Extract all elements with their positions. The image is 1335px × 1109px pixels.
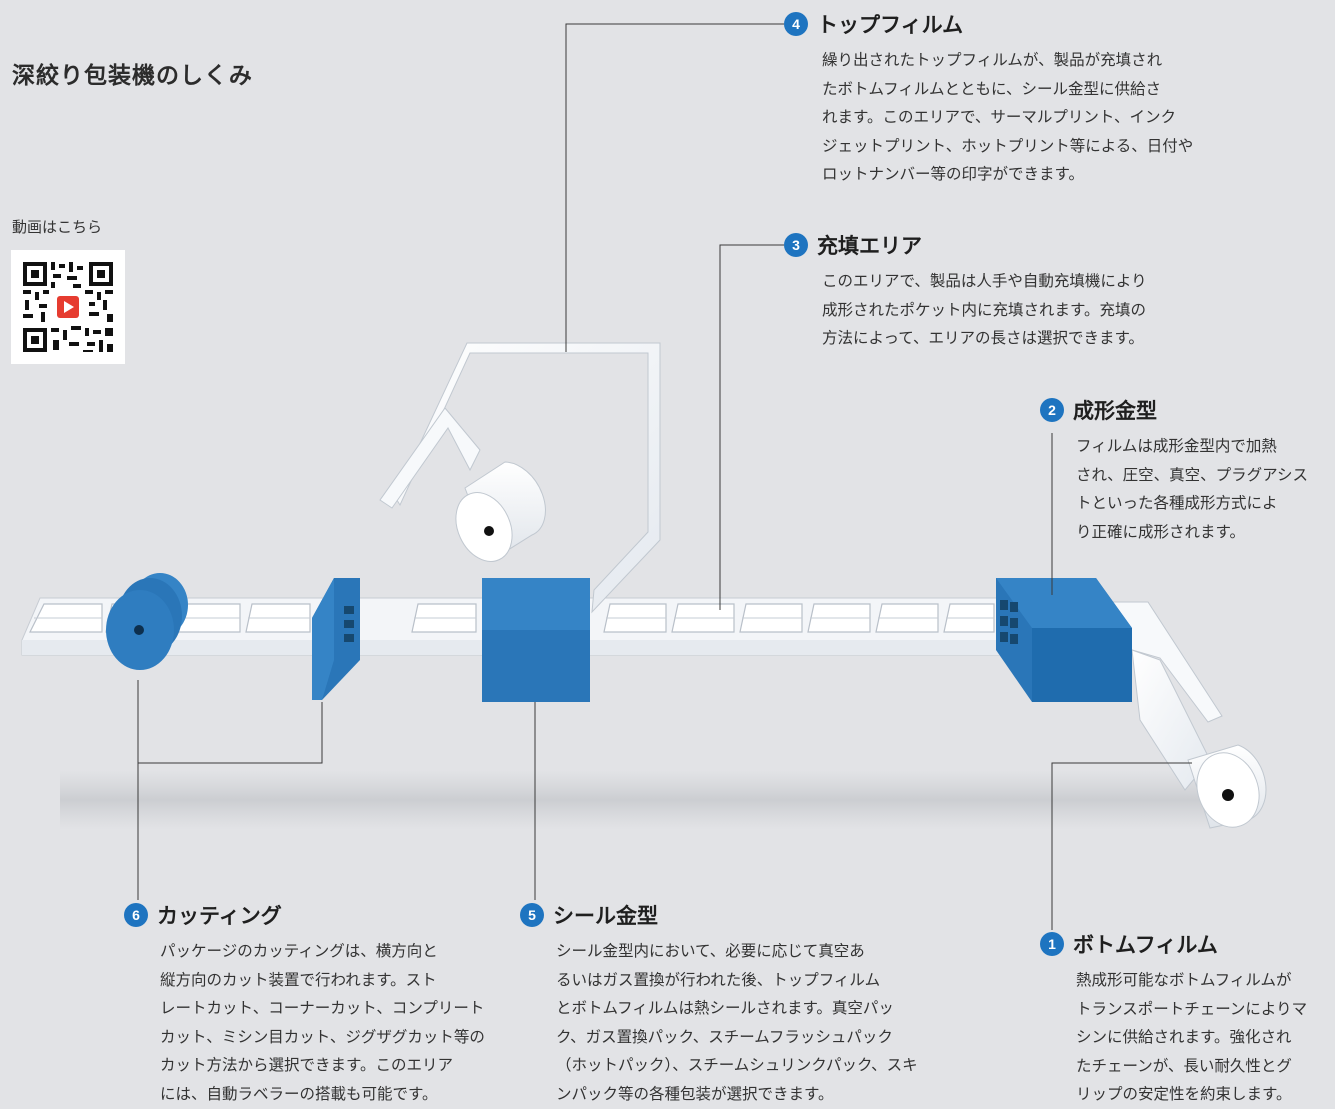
sealing-die xyxy=(482,578,590,702)
step-3-filling-area: 3 充填エリア このエリアで、製品は人手や自動充填機により 成形されたポケット内… xyxy=(784,231,1204,353)
floor-shadow xyxy=(60,770,1220,830)
step-description: このエリアで、製品は人手や自動充填機により 成形されたポケット内に充填されます。… xyxy=(822,272,1147,347)
step-6-cutting: 6 カッティング パッケージのカッティングは、横方向と 縦方向のカット装置で行わ… xyxy=(124,901,504,1108)
qr-code-icon xyxy=(23,262,113,352)
leader-line-1 xyxy=(1051,762,1192,930)
step-badge: 6 xyxy=(124,903,148,927)
step-description: 熱成形可能なボトムフィルムが トランスポートチェーンによりマ シンに供給されます… xyxy=(1076,971,1308,1103)
forming-die xyxy=(996,578,1132,702)
step-description: シール金型内において、必要に応じて真空あ るいはガス置換が行われた後、トップフィ… xyxy=(556,942,918,1103)
step-title: シール金型 xyxy=(553,904,658,928)
leader-line-3 xyxy=(719,244,784,610)
page-title: 深絞り包装機のしくみ xyxy=(12,63,253,89)
step-title: トップフィルム xyxy=(817,13,964,37)
step-description: フィルムは成形金型内で加熱 され、圧空、真空、プラグアシス トといった各種成形方… xyxy=(1076,437,1309,541)
rotary-knives xyxy=(106,573,188,670)
step-badge: 3 xyxy=(784,233,808,257)
step-badge: 5 xyxy=(520,903,544,927)
bottom-film-roll xyxy=(1187,744,1267,829)
step-description: 繰り出されたトップフィルムが、製品が充填され たボトムフィルムとともに、シール金… xyxy=(822,51,1194,183)
step-2-forming-die: 2 成形金型 フィルムは成形金型内で加熱 され、圧空、真空、プラグアシス トとい… xyxy=(1040,396,1330,546)
step-badge: 1 xyxy=(1040,932,1064,956)
cross-cutter xyxy=(312,578,360,700)
leader-line-6 xyxy=(137,702,323,900)
step-1-bottom-film: 1 ボトムフィルム 熱成形可能なボトムフィルムが トランスポートチェーンによりマ… xyxy=(1040,930,1330,1109)
step-title: ボトムフィルム xyxy=(1073,933,1218,957)
step-description: パッケージのカッティングは、横方向と 縦方向のカット装置で行われます。スト レー… xyxy=(160,942,485,1103)
step-title: カッティング xyxy=(157,904,282,928)
step-5-sealing-die: 5 シール金型 シール金型内において、必要に応じて真空あ るいはガス置換が行われ… xyxy=(520,901,940,1108)
top-film-roll xyxy=(455,461,546,562)
step-badge: 2 xyxy=(1040,398,1064,422)
leader-line-4 xyxy=(565,23,784,352)
video-caption: 動画はこちら xyxy=(12,218,103,236)
step-title: 成形金型 xyxy=(1073,399,1157,423)
step-title: 充填エリア xyxy=(817,234,922,258)
leader-lines xyxy=(137,23,1192,930)
step-4-top-film: 4 トップフィルム 繰り出されたトップフィルムが、製品が充填され たボトムフィル… xyxy=(784,10,1204,189)
top-film-web xyxy=(379,342,661,614)
step-badge: 4 xyxy=(784,12,808,36)
qr-code[interactable] xyxy=(11,250,125,364)
